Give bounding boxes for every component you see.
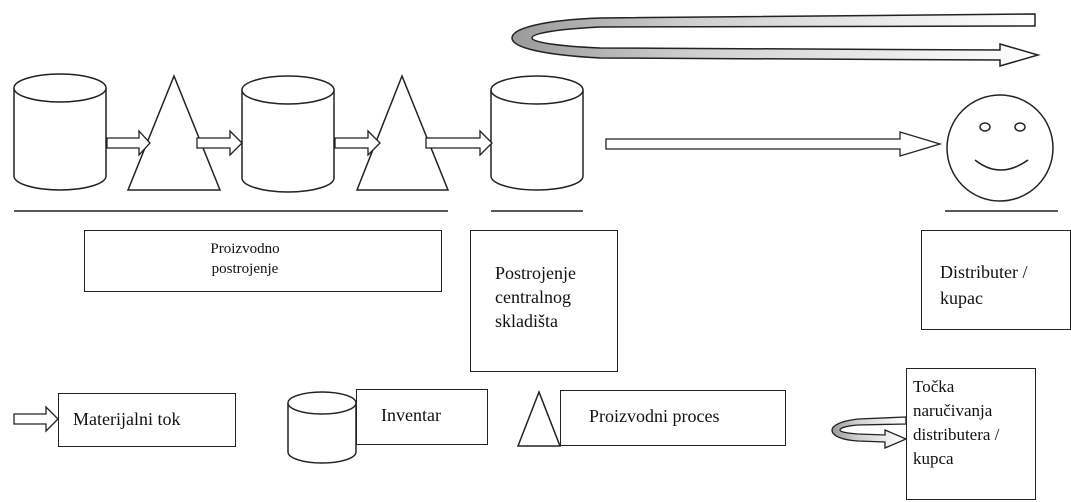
process-triangle-2 (355, 73, 450, 191)
flow-arrow-1 (106, 129, 151, 157)
central-warehouse-box: Postrojenje centralnog skladišta (470, 230, 618, 372)
inventory-cylinder-1 (13, 73, 107, 191)
legend-production-process-label: Proizvodni proces (589, 406, 720, 426)
legend-triangle-icon (516, 389, 562, 447)
flow-arrow-long (605, 131, 943, 157)
inventory-cylinder-2 (241, 75, 335, 193)
ordering-loop-arrow (511, 13, 1041, 67)
legend-production-process-box: Proizvodni proces (560, 390, 786, 446)
flow-arrow-2 (196, 129, 243, 157)
legend-material-flow-label: Materijalni tok (73, 409, 181, 429)
distributor-label: Distributer / kupac (940, 262, 1028, 308)
process-triangle-1 (126, 73, 222, 191)
production-plant-label: Proizvodno postrojenje (210, 241, 280, 277)
legend-inventory-label: Inventar (381, 405, 441, 425)
legend-order-point-label: Točka naručivanja distributera / kupca (913, 377, 1000, 468)
distributor-box: Distributer / kupac (921, 230, 1071, 330)
production-plant-box: Proizvodno postrojenje (84, 230, 442, 292)
central-warehouse-label: Postrojenje centralnog skladišta (495, 263, 576, 331)
legend-inventory-box: Inventar (356, 389, 488, 445)
legend-order-point-box: Točka naručivanja distributera / kupca (906, 368, 1036, 500)
legend-loop-arrow-icon (831, 416, 908, 449)
flow-arrow-3 (334, 129, 381, 157)
legend-material-flow-box: Materijalni tok (58, 393, 236, 447)
inventory-cylinder-3 (490, 75, 584, 191)
customer-smiley-icon (946, 94, 1054, 202)
legend-cylinder-icon (287, 391, 357, 464)
legend-flow-arrow-icon (13, 405, 59, 433)
flow-arrow-4 (425, 129, 493, 157)
